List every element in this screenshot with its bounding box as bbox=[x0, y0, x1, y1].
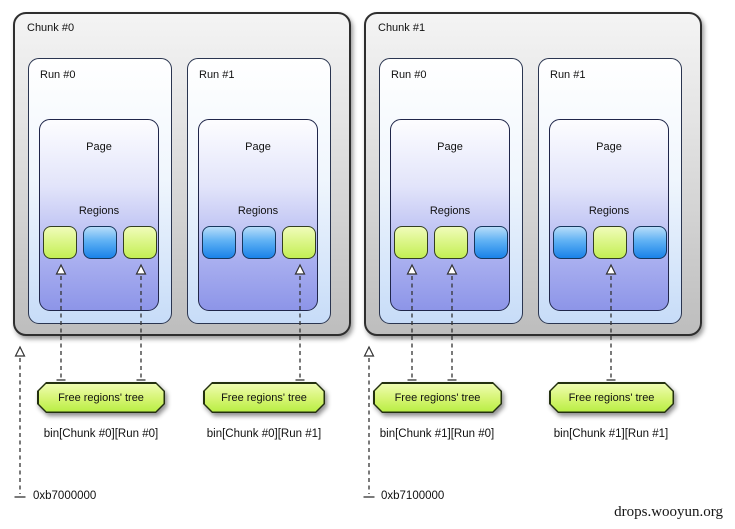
free-box-fill bbox=[375, 384, 501, 412]
run-label: Run #0 bbox=[40, 69, 76, 81]
regions-label: Regions bbox=[237, 205, 279, 217]
free-regions-tree-chunk1-run0: Free regions' tree bbox=[373, 382, 502, 413]
regions-label: Regions bbox=[78, 205, 120, 217]
free-box-fill bbox=[205, 384, 324, 412]
region-row bbox=[394, 226, 508, 259]
region-row bbox=[553, 226, 667, 259]
free-box-label: Free regions' tree bbox=[221, 391, 307, 404]
page-label: Page bbox=[86, 141, 112, 153]
free-regions-tree-chunk0-run0: Free regions' tree bbox=[37, 382, 165, 413]
bin-label-chunk0-run1: bin[Chunk #0][Run #1] bbox=[206, 428, 322, 440]
chunk-0-run-1-page: Page Regions bbox=[198, 119, 318, 311]
region-box bbox=[633, 226, 667, 259]
free-box-label: Free regions' tree bbox=[568, 391, 655, 404]
region-row bbox=[43, 226, 157, 259]
free-box-fill bbox=[39, 384, 164, 412]
chunk-0-run-1: Run #1 Page Regions bbox=[187, 58, 331, 324]
run-label: Run #1 bbox=[550, 69, 586, 81]
bin-label-chunk1-run1: bin[Chunk #1][Run #1] bbox=[553, 428, 669, 440]
free-regions-tree-chunk1-run1: Free regions' tree bbox=[549, 382, 674, 413]
chunk-1-base-address: 0xb7100000 bbox=[381, 490, 445, 502]
watermark-text: drops.wooyun.org bbox=[614, 504, 723, 520]
regions-label: Regions bbox=[429, 205, 471, 217]
region-box bbox=[553, 226, 587, 259]
bin-label-chunk0-run0: bin[Chunk #0][Run #0] bbox=[43, 428, 159, 440]
free-box-label: Free regions' tree bbox=[394, 391, 481, 404]
region-box bbox=[282, 226, 316, 259]
bin-label-chunk1-run0: bin[Chunk #1][Run #0] bbox=[379, 428, 495, 440]
chunk-1-run-1: Run #1 Page Regions bbox=[538, 58, 682, 324]
chunk-0-run-0: Run #0 Page Regions bbox=[28, 58, 172, 324]
region-row bbox=[202, 226, 316, 259]
regions-label: Regions bbox=[588, 205, 630, 217]
region-box bbox=[123, 226, 157, 259]
free-box-label: Free regions' tree bbox=[58, 391, 144, 404]
chunk-1-label: Chunk #1 bbox=[378, 22, 426, 34]
run-label: Run #1 bbox=[199, 69, 235, 81]
chunk-0-label: Chunk #0 bbox=[27, 22, 75, 34]
chunk-address-arrowhead bbox=[363, 345, 375, 357]
chunk-1-run-0: Run #0 Page Regions bbox=[379, 58, 523, 324]
chunk-1-run-1-page: Page Regions bbox=[549, 119, 669, 311]
free-regions-tree-chunk0-run1: Free regions' tree bbox=[203, 382, 325, 413]
chunk-0-run-0-page: Page Regions bbox=[39, 119, 159, 311]
region-box bbox=[43, 226, 77, 259]
free-box-fill bbox=[551, 384, 673, 412]
region-box bbox=[474, 226, 508, 259]
chunk-0-base-address: 0xb7000000 bbox=[33, 490, 97, 502]
page-label: Page bbox=[596, 141, 622, 153]
chunk-address-arrowhead bbox=[14, 345, 26, 357]
chunk-1-run-0-page: Page Regions bbox=[390, 119, 510, 311]
region-box bbox=[242, 226, 276, 259]
region-box bbox=[593, 226, 627, 259]
region-box bbox=[83, 226, 117, 259]
region-box bbox=[202, 226, 236, 259]
run-label: Run #0 bbox=[391, 69, 427, 81]
chunk-1: Chunk #1 Run #0 Page Regions Run #1 Page… bbox=[364, 12, 702, 336]
chunk-0: Chunk #0 Run #0 Page Regions Run #1 Page… bbox=[13, 12, 351, 336]
page-label: Page bbox=[437, 141, 463, 153]
region-box bbox=[394, 226, 428, 259]
page-label: Page bbox=[245, 141, 271, 153]
region-box bbox=[434, 226, 468, 259]
